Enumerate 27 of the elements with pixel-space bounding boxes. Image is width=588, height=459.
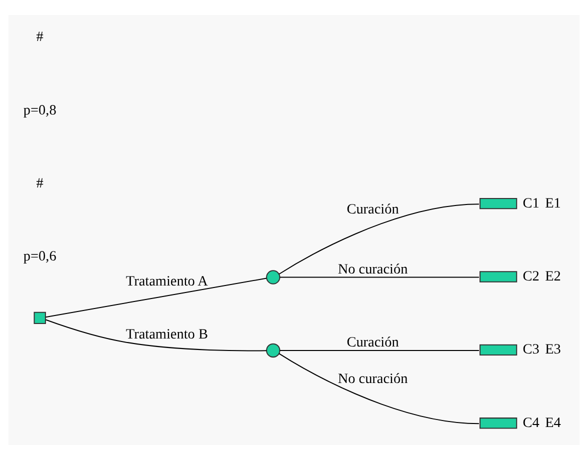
- node-circle: [266, 342, 280, 358]
- connector: [46, 277, 267, 318]
- connector: [280, 349, 479, 350]
- node-label: C1: [522, 194, 540, 211]
- connector: [280, 276, 479, 278]
- label: p=0,8: [23, 102, 56, 118]
- label: #: [36, 28, 44, 45]
- label: #: [36, 175, 44, 192]
- edge-label: Curación: [346, 334, 399, 350]
- edge-label: Tratamiento B: [126, 326, 208, 342]
- node-circle: [266, 270, 280, 284]
- node-label: E2: [545, 268, 561, 284]
- node-label: E4: [545, 414, 561, 430]
- node-label: C3: [522, 341, 540, 358]
- node-label: E3: [545, 341, 561, 358]
- node-label: E1: [545, 194, 561, 211]
- connector: [46, 318, 267, 351]
- connector: [278, 352, 480, 424]
- node-label: C2: [522, 268, 540, 284]
- edge-label: Curación: [346, 200, 399, 217]
- node-box: [34, 311, 46, 324]
- edge-label: No curación: [338, 260, 408, 277]
- edge-label: No curación: [338, 370, 408, 387]
- label: p=0,6: [23, 248, 56, 264]
- edge-label: Tratamiento A: [126, 273, 208, 290]
- connector: [278, 203, 480, 274]
- node-label: C4: [522, 414, 540, 430]
